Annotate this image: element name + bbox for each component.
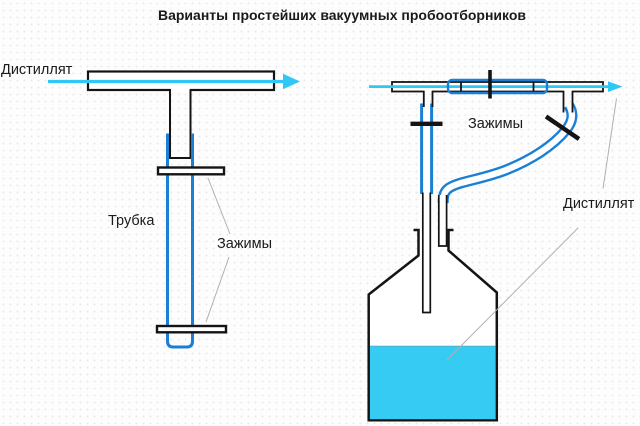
long-intake-tube — [421, 192, 432, 314]
page-title: Варианты простейших вакуумных пробоотбор… — [157, 7, 527, 23]
left-lower-clamp — [155, 324, 228, 334]
right-sampler-diagram — [367, 70, 623, 422]
left-sampling-hose — [166, 133, 194, 349]
right-branch-hose-bore — [440, 102, 576, 205]
left-tee-junction-gap — [171, 88, 190, 92]
right-clamps-label: Зажимы — [468, 116, 524, 132]
left-clamps-label: Зажимы — [217, 236, 273, 252]
left-tube-label: Трубка — [108, 213, 155, 229]
short-vent-tube — [437, 195, 448, 247]
left-tee-stem-tube — [169, 90, 192, 159]
left-flow-arrowhead — [283, 73, 300, 90]
bottle-liquid — [370, 346, 496, 420]
leader-line-collected-distillate — [446, 227, 579, 361]
right-flow-arrowhead — [608, 81, 623, 92]
leader-line-upper-clamp — [207, 177, 231, 235]
right-tee-stub-tube — [562, 91, 574, 113]
right-distillate-label: Дистиллят — [563, 196, 635, 212]
left-sampler-diagram — [48, 70, 300, 349]
right-branch-clamp — [544, 114, 581, 141]
right-tee-gap-right — [564, 89, 572, 93]
left-upper-clamp — [156, 166, 226, 176]
leader-line-lower-clamp — [205, 256, 230, 323]
left-distillate-label: Дистиллят — [1, 62, 73, 78]
leader-line-outflow — [602, 98, 617, 189]
right-tee-gap-left — [424, 89, 432, 93]
pipe-hose-coupling — [446, 78, 549, 95]
left-tee-stub-tube — [422, 91, 434, 107]
